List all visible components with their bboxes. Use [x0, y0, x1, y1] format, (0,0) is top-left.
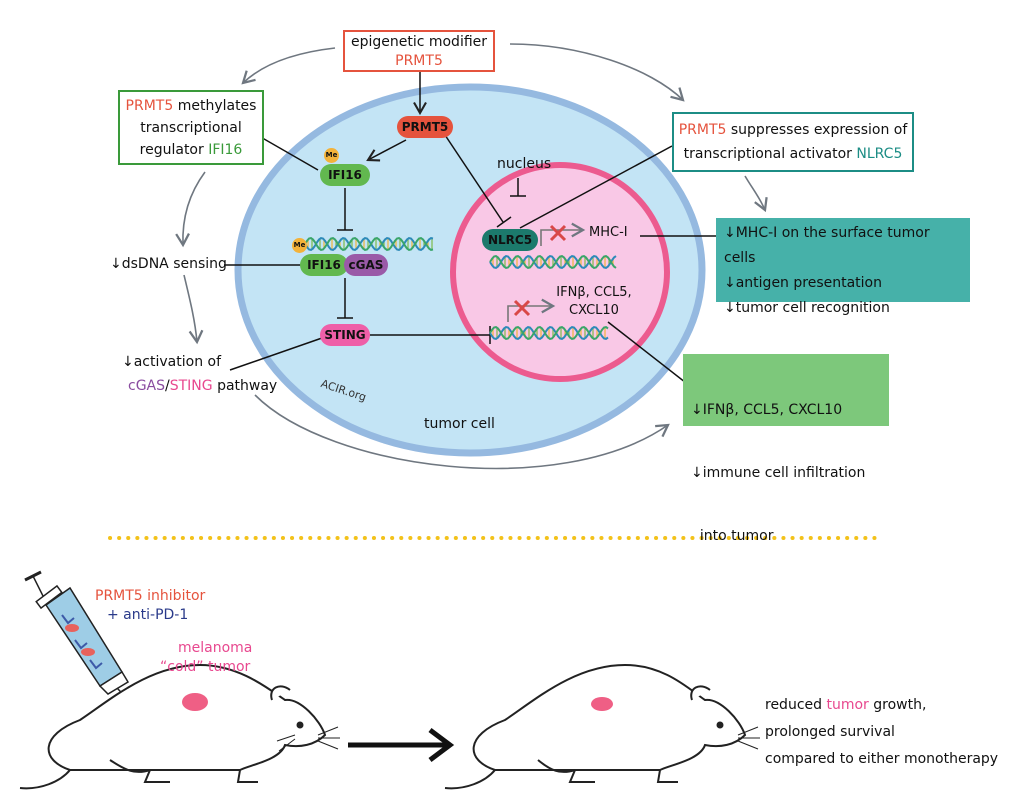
ifn-label: IFNβ, CCL5, CXCL10 [546, 284, 642, 320]
result-survival: prolonged survival [765, 724, 895, 740]
ifn-label-line1: IFNβ, CCL5, [556, 285, 632, 300]
pathway-sting: STING [169, 378, 213, 394]
immune-outcome-line2: ↓immune cell infiltration [691, 465, 866, 481]
epigenetic-modifier-box: epigenetic modifier PRMT5 [343, 30, 495, 72]
result-text: reduced tumor growth, prolonged survival… [765, 692, 998, 773]
prmt5-suppresses-box: PRMT5 suppresses expression of transcrip… [672, 112, 914, 172]
melanoma-label: melanoma [178, 640, 253, 656]
dsdna-sensing-label: ↓dsDNA sensing [110, 256, 227, 272]
ifn-label-line2: CXCL10 [569, 303, 619, 318]
result-monotherapy: compared to either monotherapy [765, 751, 999, 767]
dna-strand [489, 326, 609, 340]
tumor-spot-right [591, 697, 613, 711]
dna-strand [304, 237, 434, 251]
right-box-activator: transcriptional activator [683, 146, 857, 162]
mhc-outcome-line1: ↓MHC-I on the surface tumor cells [724, 225, 930, 266]
result-tumor: tumor [826, 697, 869, 713]
arrow-top-right [509, 43, 685, 102]
arrow-top-left [241, 47, 336, 85]
inhibitor-label: PRMT5 inhibitor [95, 588, 206, 604]
mhc-outcome-panel: ↓MHC-I on the surface tumor cells ↓antig… [716, 218, 970, 316]
pathway-cgas: cGAS [128, 378, 166, 394]
pathway-label: cGAS/STING pathway [128, 378, 277, 394]
arrow-left-down [175, 171, 206, 248]
nucleus [450, 162, 670, 382]
cgas-pill: cGAS [344, 254, 388, 276]
cold-tumor-label: “cold” tumor [160, 659, 251, 675]
me-badge-bound: Me [292, 238, 307, 253]
pathway-sep: / [165, 378, 170, 394]
mhc-outcome-line3: ↓tumor cell recognition [724, 300, 890, 316]
prmt5-pill: PRMT5 [397, 116, 453, 138]
dna-strand [304, 237, 434, 251]
mhc-outcome-line2: ↓antigen presentation [724, 275, 882, 291]
ifi16-pill: IFI16 [320, 164, 370, 186]
anti-pd1-label: + anti-PD-1 [107, 607, 189, 623]
prmt5-methylates-box: PRMT5 methylates transcriptional regulat… [118, 90, 264, 165]
right-box-prmt5: PRMT5 [678, 122, 727, 138]
epigenetic-modifier-prmt5: PRMT5 [395, 53, 443, 69]
dna-strand [489, 255, 617, 269]
result-growth: growth, [868, 697, 927, 713]
arrow-left-down-2 [183, 274, 204, 345]
immune-outcome-line3: into tumor [691, 528, 774, 544]
right-box-nlrc5: NLRC5 [856, 146, 903, 162]
epigenetic-modifier-label: epigenetic modifier [350, 34, 488, 50]
arrow-right-down [744, 175, 768, 213]
immune-outcome-line1: ↓IFNβ, CCL5, CXCL10 [691, 402, 843, 418]
mhc-i-label: MHC-I [589, 225, 628, 240]
pathway-rest: pathway [212, 378, 278, 394]
immune-outcome-panel: ↓IFNβ, CCL5, CXCL10 ↓immune cell infiltr… [683, 354, 889, 544]
left-box-prmt5: PRMT5 [125, 98, 174, 114]
tumor-spot-left [182, 693, 208, 711]
nlrc5-pill: NLRC5 [482, 229, 538, 251]
result-reduced: reduced [765, 697, 827, 713]
left-box-methylates: methylates [173, 98, 257, 114]
dna-helices [304, 237, 617, 340]
me-badge: Me [324, 148, 339, 163]
right-box-suppresses: suppresses expression of [726, 122, 908, 138]
ifi16-bound-pill: IFI16 [300, 254, 348, 276]
activation-label: ↓activation of [122, 354, 222, 370]
tumor-cell-label: tumor cell [424, 416, 495, 432]
left-box-ifi16: IFI16 [208, 142, 243, 158]
mouse-left [19, 663, 340, 790]
left-box-regulator: regulator [139, 142, 209, 158]
mouse-right [444, 663, 760, 790]
sting-pill: STING [320, 324, 370, 346]
arrow-bottom-curve [254, 394, 670, 470]
left-box-transcriptional: transcriptional [140, 120, 242, 136]
dna-strand [489, 255, 617, 269]
dna-strand [489, 326, 609, 340]
nucleus-label: nucleus [497, 156, 552, 172]
